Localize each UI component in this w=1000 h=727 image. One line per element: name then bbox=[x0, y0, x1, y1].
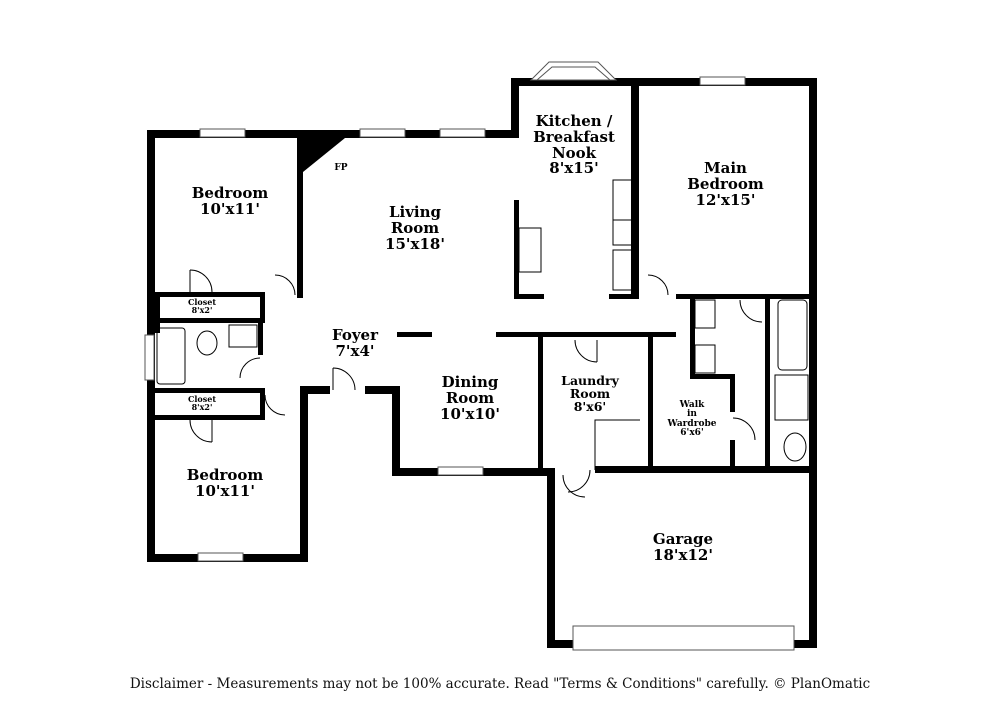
living-room-label: Living Room 15'x18' bbox=[360, 203, 470, 253]
laundry-room-label: Laundry Room 8'x6' bbox=[552, 373, 628, 415]
room-name-2: Room bbox=[390, 218, 440, 237]
room-size: 12'x15' bbox=[695, 190, 756, 209]
fireplace-text: FP bbox=[334, 163, 348, 173]
bedroom-bottom-label: Bedroom 10'x11' bbox=[170, 466, 280, 500]
room-size: 8'x15' bbox=[549, 159, 599, 178]
room-name-1: Dining bbox=[441, 373, 499, 391]
room-name-2: in bbox=[687, 409, 697, 420]
room-size: 10'x11' bbox=[200, 199, 260, 218]
foyer-label: Foyer 7'x4' bbox=[310, 326, 400, 360]
room-size: 6'x6' bbox=[680, 428, 704, 439]
room-name-3: Wardrobe bbox=[667, 418, 717, 429]
room-name-2: Room bbox=[569, 386, 611, 402]
room-size: 15'x18' bbox=[385, 234, 445, 253]
room-size: 8'x2' bbox=[191, 305, 213, 316]
room-name-3: Nook bbox=[551, 143, 597, 162]
room-name: Closet bbox=[187, 297, 217, 307]
door-swings bbox=[189, 269, 763, 498]
room-size: 8'x2' bbox=[191, 402, 213, 413]
windows bbox=[144, 61, 795, 651]
room-size: 10'x11' bbox=[195, 481, 255, 500]
room-name: Bedroom bbox=[186, 466, 264, 484]
dining-room-label: Dining Room 10'x10' bbox=[415, 373, 525, 423]
room-size: 18'x12' bbox=[653, 545, 713, 564]
room-name-1: Laundry bbox=[561, 373, 619, 388]
room-name-1: Walk bbox=[679, 400, 705, 410]
room-name-2: Bedroom bbox=[687, 174, 764, 193]
room-name-1: Kitchen / bbox=[535, 112, 613, 130]
bedroom-top-label: Bedroom 10'x11' bbox=[175, 184, 285, 218]
room-name-2: Room bbox=[445, 388, 495, 407]
closet-top-label: Closet 8'x2' bbox=[172, 298, 232, 315]
room-name: Garage bbox=[652, 530, 714, 548]
room-name: Closet bbox=[187, 394, 217, 404]
main-bedroom-label: Main Bedroom 12'x15' bbox=[668, 159, 783, 209]
garage-label: Garage 18'x12' bbox=[628, 530, 738, 564]
walk-in-wardrobe-label: Walk in Wardrobe 6'x6' bbox=[656, 400, 728, 439]
room-size: 8'x6' bbox=[573, 399, 607, 415]
interior-walls bbox=[155, 138, 811, 471]
room-name-2: Breakfast bbox=[533, 127, 615, 146]
closet-bottom-label: Closet 8'x2' bbox=[172, 395, 232, 412]
fireplace-label: FP bbox=[326, 163, 356, 173]
fireplace-icon bbox=[303, 138, 345, 172]
room-size: 10'x10' bbox=[440, 404, 500, 423]
kitchen-label: Kitchen / Breakfast Nook 8'x15' bbox=[518, 112, 630, 178]
room-name-1: Living bbox=[388, 203, 442, 221]
room-name: Foyer bbox=[332, 326, 378, 344]
room-name-1: Main bbox=[704, 159, 747, 177]
room-name: Bedroom bbox=[191, 184, 269, 202]
fixtures bbox=[156, 179, 809, 470]
room-size: 7'x4' bbox=[335, 341, 375, 360]
disclaimer-text: Disclaimer - Measurements may not be 100… bbox=[129, 676, 871, 692]
